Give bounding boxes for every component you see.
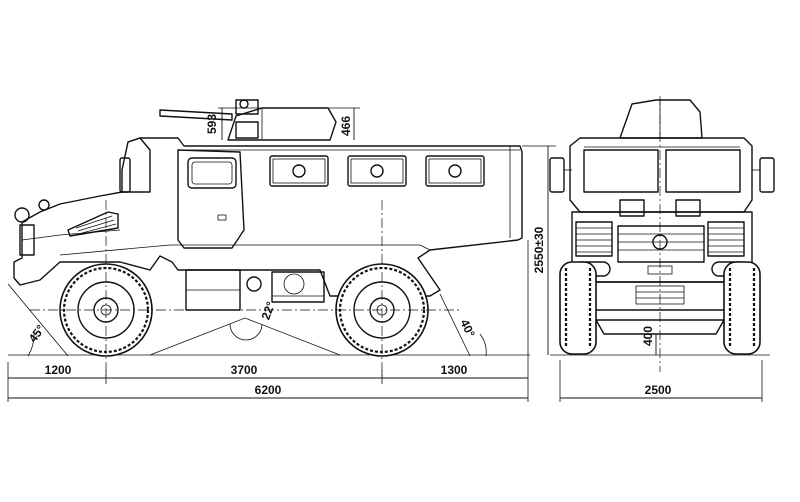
front-tire-left bbox=[559, 261, 597, 355]
front-turret bbox=[619, 99, 703, 139]
front-grille-left bbox=[575, 221, 613, 257]
dim-front-overhang: 1200 bbox=[45, 363, 72, 377]
side-door bbox=[177, 149, 245, 249]
bonnet-line bbox=[21, 229, 121, 241]
departure-angle-arc bbox=[479, 333, 487, 357]
dim-approach-angle: 45° bbox=[26, 322, 48, 345]
dim-overall-length: 6200 bbox=[255, 383, 282, 397]
side-mirror bbox=[119, 157, 131, 193]
marker-light bbox=[38, 199, 50, 211]
side-length-dims bbox=[7, 240, 529, 402]
side-equipment bbox=[271, 271, 325, 303]
side-hull bbox=[13, 137, 523, 297]
hood-hatch-left bbox=[619, 199, 645, 217]
ammo-box bbox=[235, 121, 259, 139]
machine-gun bbox=[159, 109, 233, 121]
windshield-left bbox=[583, 149, 659, 193]
turret bbox=[159, 99, 337, 141]
dim-wheelbase: 3700 bbox=[231, 363, 258, 377]
dim-turret-offset: 466 bbox=[339, 116, 353, 136]
side-view bbox=[7, 99, 556, 402]
gun-mount bbox=[235, 99, 259, 115]
front-tire-right bbox=[723, 261, 761, 355]
front-cab bbox=[569, 137, 753, 213]
dim-ramp-angle: 22° bbox=[259, 300, 278, 322]
door-window bbox=[187, 157, 237, 189]
hood-hatch-right bbox=[675, 199, 701, 217]
front-grille-right bbox=[707, 221, 745, 257]
departure-angle-line bbox=[439, 293, 471, 357]
front-center-grille bbox=[617, 225, 705, 263]
dim-overall-width: 2500 bbox=[645, 383, 672, 397]
door-window-inner bbox=[191, 161, 233, 185]
dim-ground-clearance: 400 bbox=[641, 326, 655, 346]
hull-lower-line bbox=[59, 244, 431, 256]
approach-angle-line bbox=[7, 283, 69, 357]
hood-vent bbox=[67, 211, 119, 237]
front-view bbox=[549, 96, 775, 402]
a-pillar bbox=[121, 137, 151, 193]
headlight bbox=[14, 207, 30, 223]
ramp-angle-lines bbox=[149, 317, 341, 356]
dim-rear-overhang: 1300 bbox=[441, 363, 468, 377]
mirror-right bbox=[759, 157, 775, 193]
mirror-left bbox=[549, 157, 565, 193]
dim-turret-height: 593 bbox=[205, 114, 219, 134]
fuel-cap bbox=[246, 276, 262, 292]
door-handle bbox=[217, 214, 227, 221]
front-grille bbox=[19, 224, 35, 256]
approach-angle-arc bbox=[27, 333, 35, 357]
front-axle bbox=[595, 319, 725, 335]
dim-overall-height: 2550±30 bbox=[532, 226, 546, 273]
hull-windows bbox=[269, 155, 485, 187]
ramp-angle-arc bbox=[229, 323, 263, 341]
windshield-right bbox=[665, 149, 741, 193]
